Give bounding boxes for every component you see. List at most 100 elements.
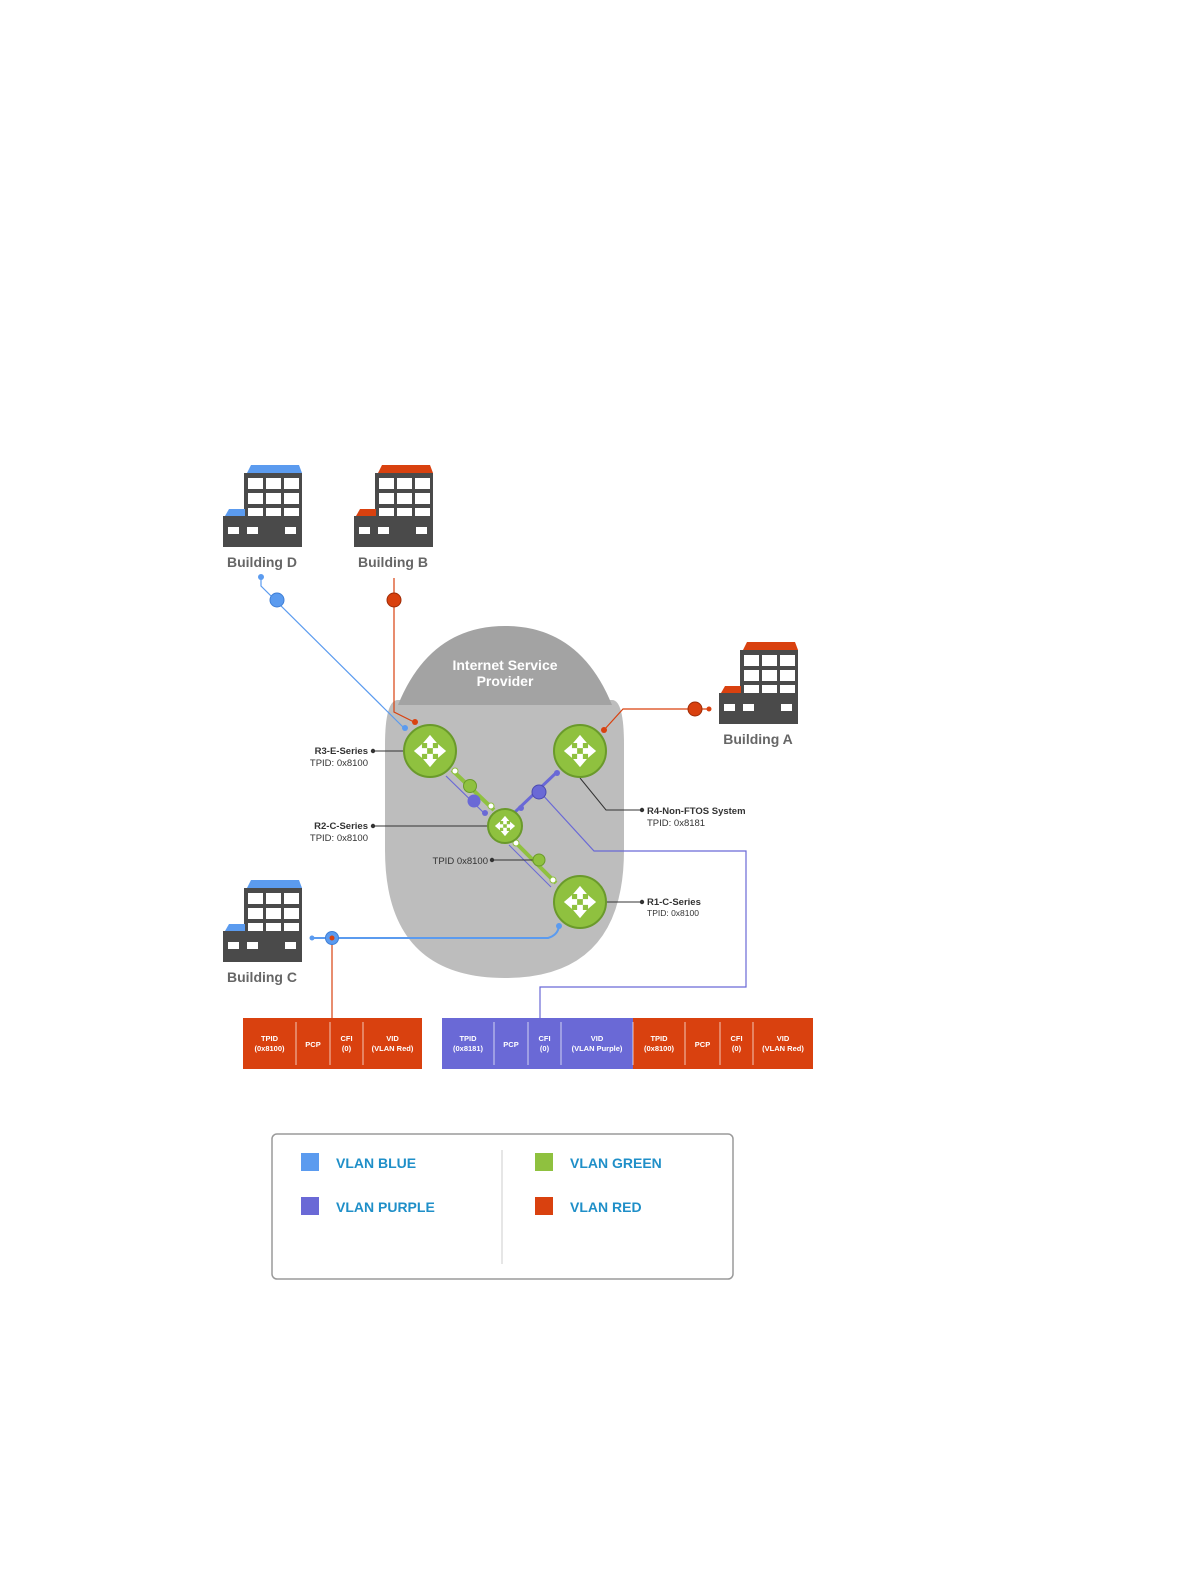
router-r1	[553, 875, 607, 929]
frame-right-field-2-l1: CFI	[538, 1034, 550, 1043]
isp-label-line1: Internet Service	[452, 657, 557, 673]
dot-r2-purple-in	[518, 805, 524, 811]
frame-left-field-3	[363, 1018, 422, 1069]
dot-r4-red	[601, 727, 607, 733]
frame-right-field-7-l2: (VLAN Red)	[762, 1044, 804, 1053]
dot-r4-purple	[554, 770, 560, 776]
link-dots	[258, 574, 712, 945]
dot-building-d-top	[258, 574, 264, 580]
building-d-icon: Building D	[223, 465, 302, 570]
r4-tpid: TPID: 0x8181	[647, 818, 705, 829]
callout-r4	[579, 777, 642, 811]
device-labels: R3-E-Series TPID: 0x8100 R2-C-Series TPI…	[310, 746, 746, 918]
callout-dot-tpid	[489, 857, 495, 863]
frame-right-field-2	[528, 1018, 561, 1069]
legend-swatch-vlan-red	[535, 1197, 553, 1215]
link-building-a-r4	[603, 708, 708, 731]
frame-left-field-0	[243, 1018, 296, 1069]
legend-label-vlan-blue: VLAN BLUE	[336, 1155, 416, 1171]
frame-right-field-3-l2: (VLAN Purple)	[572, 1044, 623, 1053]
building-c-label: Building C	[227, 969, 297, 985]
frame-left-field-2	[330, 1018, 363, 1069]
dot-r1-blue	[556, 923, 562, 929]
dot-r1-green-in	[549, 876, 557, 884]
dot-building-a-vlan	[687, 701, 703, 717]
dot-building-c-end	[309, 935, 315, 941]
frame-left-field-0-l2: (0x8100)	[254, 1044, 285, 1053]
frame-right-field-5-l1: PCP	[695, 1040, 710, 1049]
r2-name: R2-C-Series	[314, 821, 368, 832]
legend-label-vlan-green: VLAN GREEN	[570, 1155, 662, 1171]
frame-right-field-1-l1: PCP	[503, 1040, 518, 1049]
dot-r2-purple-r3	[482, 810, 488, 816]
building-a-icon: Building A	[719, 642, 798, 747]
dot-r2r1-green	[532, 853, 546, 867]
frame-left-field-2-l1: CFI	[340, 1034, 352, 1043]
legend-swatch-vlan-blue	[301, 1153, 319, 1171]
dot-building-a-end	[706, 706, 712, 712]
building-b-icon: Building B	[354, 465, 433, 570]
dot-r3-green-out	[451, 767, 459, 775]
router-r2	[487, 808, 523, 844]
frame-right-field-4-l2: (0x8100)	[644, 1044, 675, 1053]
frame-right-field-6	[720, 1018, 753, 1069]
link-building-b-r3	[393, 578, 415, 723]
router-r3	[403, 724, 457, 778]
building-b-label: Building B	[358, 554, 428, 570]
r3-name: R3-E-Series	[315, 746, 368, 757]
dot-building-b-vlan	[386, 592, 402, 608]
frame-right-field-2-l2: (0)	[540, 1044, 550, 1053]
frame-right-field-0-l2: (0x8181)	[453, 1044, 484, 1053]
r1-tpid: TPID: 0x8100	[647, 908, 699, 918]
link-building-d-r3	[260, 578, 405, 729]
dot-r3-blue	[402, 725, 408, 731]
frame-right-field-5	[685, 1018, 720, 1069]
frame-right-field-6-l2: (0)	[732, 1044, 742, 1053]
callout-dot-r4	[639, 807, 645, 813]
frame-right-field-6-l1: CFI	[730, 1034, 742, 1043]
frame-right-field-3	[561, 1018, 633, 1069]
isp-label-line2: Provider	[477, 673, 534, 689]
isp-cloud-top	[398, 626, 612, 705]
frame-right-field-4-l1: TPID	[650, 1034, 668, 1043]
frame-right-field-0-l1: TPID	[459, 1034, 477, 1043]
link-r2-r1-inner	[508, 844, 552, 888]
r1-name: R1-C-Series	[647, 897, 701, 908]
callout-dot-r3	[370, 748, 376, 754]
dot-building-d-vlan	[269, 592, 285, 608]
building-d-label: Building D	[227, 554, 297, 570]
frame-right-field-7-l1: VID	[777, 1034, 790, 1043]
frame-right-field-7	[753, 1018, 813, 1069]
dot-r3-red	[412, 719, 418, 725]
frame-right-field-0	[442, 1018, 494, 1069]
r2-tpid: TPID: 0x8100	[310, 833, 368, 844]
frame-right-field-1	[494, 1018, 528, 1069]
frame-left: TPID(0x8100) PCP CFI(0) VID(VLAN Red)	[243, 1018, 422, 1069]
legend-label-vlan-red: VLAN RED	[570, 1199, 642, 1215]
frame-left-field-0-l1: TPID	[261, 1034, 279, 1043]
legend-swatch-vlan-purple	[301, 1197, 319, 1215]
router-r4	[553, 724, 607, 778]
building-a-label: Building A	[723, 731, 792, 747]
dot-building-c-red	[329, 935, 335, 941]
dot-r4r2-purple	[531, 784, 547, 800]
frame-right-field-3-l1: VID	[591, 1034, 604, 1043]
building-c-icon: Building C	[223, 880, 302, 985]
frame-left-field-1-l1: PCP	[305, 1040, 320, 1049]
frame-right-field-4	[633, 1018, 685, 1069]
link-purple-to-frame	[539, 791, 747, 1018]
legend-swatch-vlan-green	[535, 1153, 553, 1171]
frame-left-field-2-l2: (0)	[342, 1044, 352, 1053]
dot-r3r2-purple	[467, 794, 481, 808]
r3-tpid: TPID: 0x8100	[310, 758, 368, 769]
frame-left-field-3-l1: VID	[386, 1034, 399, 1043]
dot-r2-green-in	[487, 802, 495, 810]
frame-left-field-3-l2: (VLAN Red)	[372, 1044, 414, 1053]
buildings: Building D Building B Building A Building C	[223, 465, 798, 985]
link-r3-r2-purple	[445, 775, 487, 816]
callout-dot-r2	[370, 823, 376, 829]
